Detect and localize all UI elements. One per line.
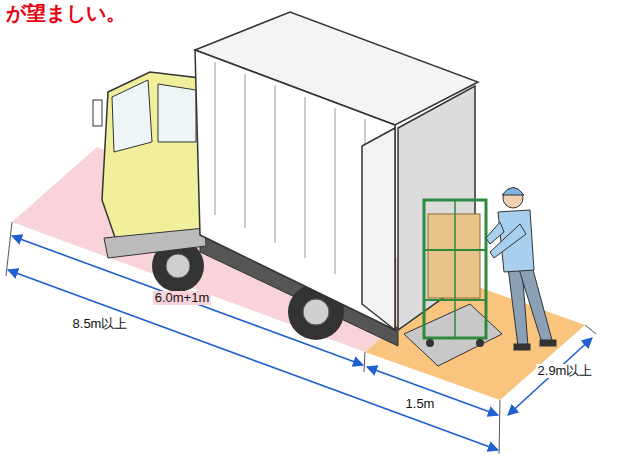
side-window — [158, 84, 196, 142]
mirror — [93, 100, 102, 126]
bumper — [104, 228, 206, 258]
roll-cage — [424, 200, 486, 347]
dimension-label: 2.9m以上 — [536, 364, 595, 379]
open-door — [362, 128, 395, 330]
wheel-hub — [166, 254, 190, 278]
windshield — [112, 80, 152, 152]
wheel-hub — [303, 299, 329, 325]
dimension-label: 6.0m+1m — [153, 291, 212, 306]
truck-cab — [102, 72, 205, 252]
box-side — [195, 50, 395, 330]
heading-text: が望ましい。 — [4, 2, 128, 25]
dimension-label: 8.5m以上 — [71, 317, 130, 332]
worker — [486, 188, 556, 351]
dimension-label: 1.5m — [404, 397, 437, 412]
box-ribs — [215, 62, 365, 290]
